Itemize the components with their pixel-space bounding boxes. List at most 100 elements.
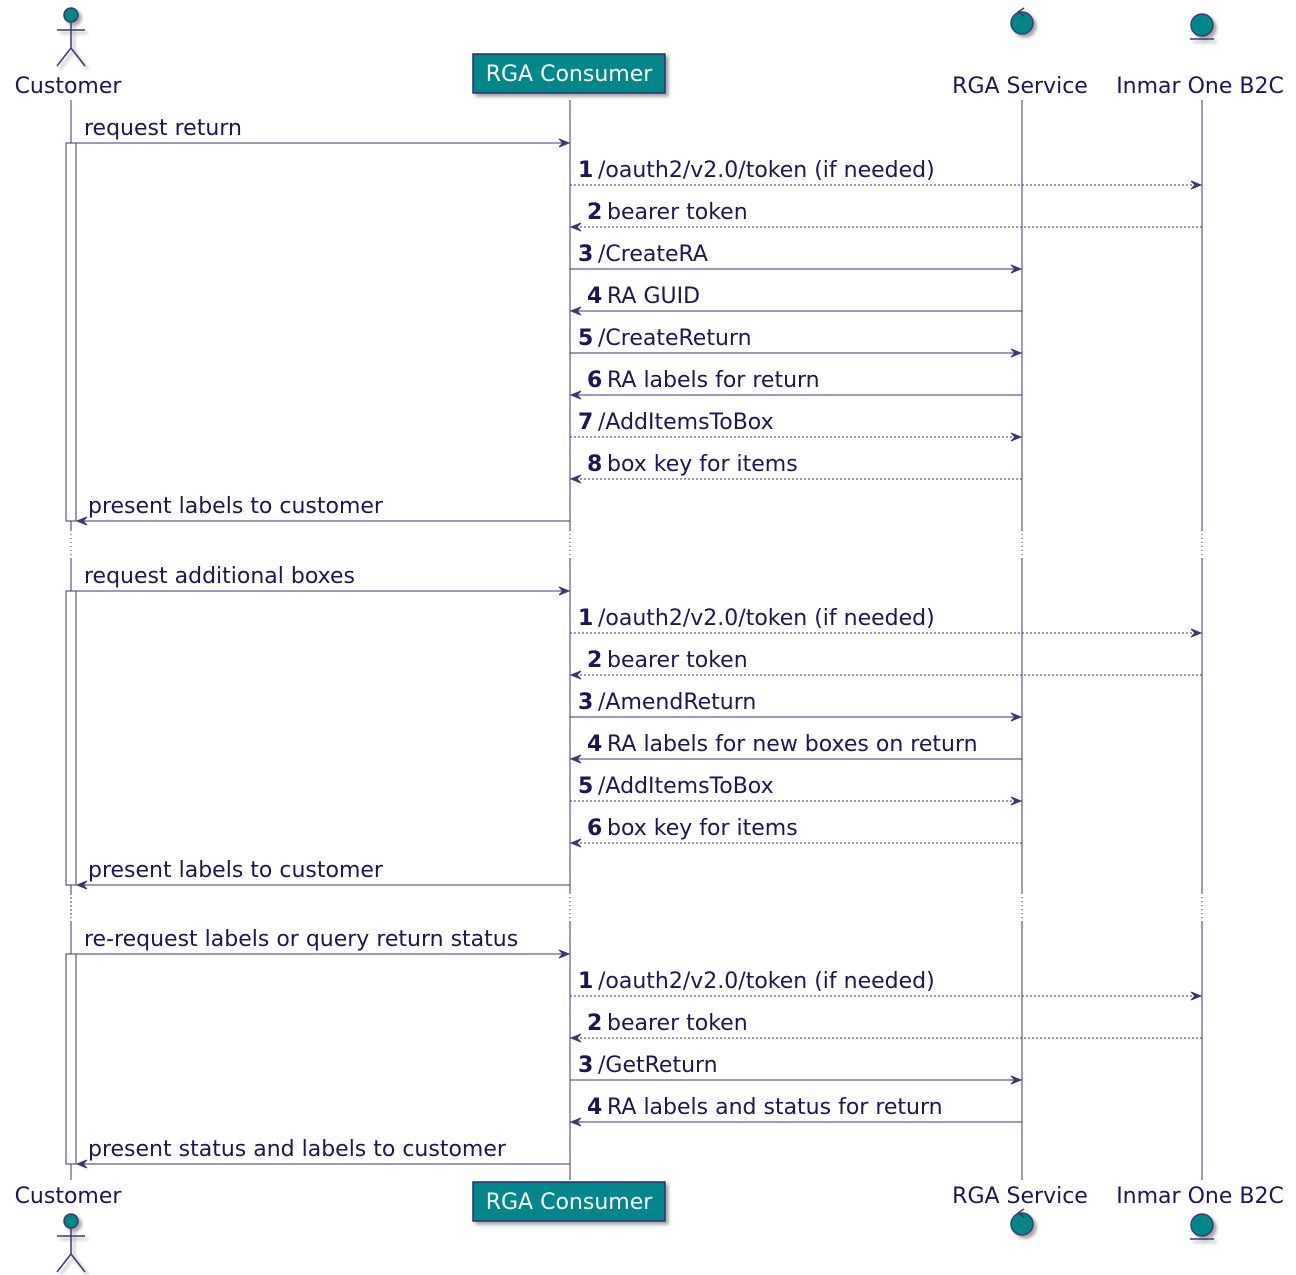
arrowhead-icon [1010,348,1023,358]
arrowhead-icon [558,586,571,596]
participant-label: RGA Consumer [486,1190,654,1215]
participant-box [472,53,666,94]
message-label: box key for items [607,452,798,477]
message-label: /GetReturn [598,1053,718,1078]
message: 7/AddItemsToBox [570,410,1023,442]
participant-label: RGA Service [952,74,1088,99]
message-label: RA labels for new boxes on return [607,732,978,757]
arrowhead-icon [1190,180,1203,190]
participant-label: Customer [15,74,123,99]
arrowhead-icon [569,754,582,764]
message: 3/GetReturn [570,1053,1023,1085]
message-label: RA labels for return [607,368,820,393]
message-label: /CreateReturn [598,326,752,351]
message-number: 3 [578,1053,593,1078]
message-label: /AmendReturn [598,690,756,715]
message-label: bearer token [607,648,748,673]
arrowhead-icon [75,516,88,526]
message-label: /AddItemsToBox [598,410,774,435]
message: 3/AmendReturn [570,690,1023,722]
message-label: /AddItemsToBox [598,774,774,799]
arrowhead-icon [1010,712,1023,722]
participant-rga_service-top: RGA Service [952,7,1088,99]
participant-label: Customer [15,1184,123,1209]
message: request additional boxes [76,564,571,596]
arrowhead-icon [1010,432,1023,442]
arrowhead-icon [1010,264,1023,274]
message-number: 2 [587,200,602,225]
message-label: present labels to customer [88,494,384,519]
message: re-request labels or query return status [76,927,571,959]
message-label: /CreateRA [598,242,708,267]
message: 1/oauth2/v2.0/token (if needed) [570,606,1203,638]
message: present labels to customer [75,858,570,890]
entity-icon [1190,13,1214,40]
message-number: 4 [587,1095,602,1120]
message-number: 4 [587,732,602,757]
participant-rga_consumer-top: RGA Consumer [472,53,666,94]
message-label: RA GUID [607,284,700,309]
participant-label: Inmar One B2C [1116,74,1284,99]
arrowhead-icon [569,474,582,484]
participant-inmar_b2c-top: Inmar One B2C [1116,13,1284,99]
arrowhead-icon [558,949,571,959]
message-label: /oauth2/v2.0/token (if needed) [598,158,935,183]
message-number: 3 [578,690,593,715]
message-label: bearer token [607,200,748,225]
message-number: 2 [587,1011,602,1036]
activation-bar [65,590,77,886]
message: 3/CreateRA [570,242,1023,274]
message-number: 1 [578,606,593,631]
arrowhead-icon [558,138,571,148]
message-number: 1 [578,158,593,183]
control-icon [1010,1208,1034,1236]
participant-rga_consumer-bottom: RGA Consumer [472,1181,666,1222]
message-label: /oauth2/v2.0/token (if needed) [598,606,935,631]
arrowhead-icon [569,1117,582,1127]
participant-inmar_b2c-bottom: Inmar One B2C [1116,1184,1284,1240]
participant-label: RGA Consumer [486,62,654,87]
arrowhead-icon [1190,991,1203,1001]
arrowhead-icon [569,1033,582,1043]
message-number: 4 [587,284,602,309]
arrowhead-icon [569,838,582,848]
arrowhead-icon [569,390,582,400]
message: 5/AddItemsToBox [570,774,1023,806]
message-number: 6 [587,368,602,393]
message-label: RA labels and status for return [607,1095,943,1120]
arrowhead-icon [75,1159,88,1169]
message-label: present status and labels to customer [88,1137,507,1162]
message-label: box key for items [607,816,798,841]
message-number: 3 [578,242,593,267]
message: request return [76,116,571,148]
message-label: present labels to customer [88,858,384,883]
lifelines [70,100,1203,1180]
arrowhead-icon [1010,796,1023,806]
message-number: 1 [578,969,593,994]
arrowhead-icon [569,670,582,680]
message-number: 5 [578,326,593,351]
messages: request return 1/oauth2/v2.0/token (if ne… [75,116,1203,1169]
message-number: 7 [578,410,593,435]
arrowhead-icon [1010,1075,1023,1085]
message-number: 8 [587,452,602,477]
message: present status and labels to customer [75,1137,570,1169]
message-number: 2 [587,648,602,673]
message-label: bearer token [607,1011,748,1036]
participant-customer-bottom: Customer [15,1184,123,1273]
participant-customer-top: Customer [15,7,123,99]
entity-icon [1190,1213,1214,1240]
participant-label: RGA Service [952,1184,1088,1209]
message-label: /oauth2/v2.0/token (if needed) [598,969,935,994]
message: 5/CreateReturn [570,326,1023,358]
activation-bar [65,142,77,522]
